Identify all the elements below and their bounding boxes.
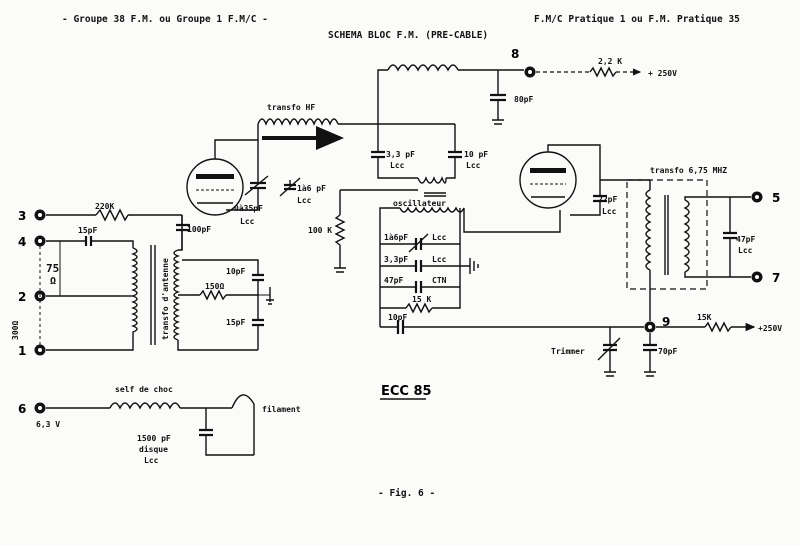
svg-text:8: 8: [511, 47, 519, 61]
r100k-label: 100 K: [308, 226, 332, 235]
transfo-hf-label: transfo HF: [267, 103, 315, 112]
c70pf-label: 70pF: [658, 347, 677, 356]
c22pf-label: 22pF: [598, 195, 617, 204]
c100pf-label: 100pF: [187, 225, 211, 234]
r220k-label: 220K: [95, 202, 114, 211]
tube-type-label: ECC 85: [381, 384, 432, 399]
trimmer-label: Trimmer: [551, 346, 585, 356]
oscillateur-label: oscillateur: [393, 198, 446, 208]
self-de-choc-label: self de choc: [115, 385, 173, 394]
transfo-hf: [257, 118, 378, 150]
output-section: [597, 321, 756, 377]
r15k-out-label: 15K: [697, 313, 712, 322]
terminal-4: 4: [18, 235, 46, 249]
c80pf-label: 80pF: [514, 95, 533, 104]
v250-top-label: + 250V: [648, 69, 677, 78]
transfo-if-label: transfo 6,75 MHZ: [650, 166, 727, 175]
svg-text:5: 5: [772, 191, 780, 205]
filament-section: [46, 394, 255, 456]
c33-lcc-label: 3,3 pF: [386, 150, 415, 159]
svg-text:1: 1: [18, 344, 26, 358]
c15pf-top-label: 15pF: [78, 226, 97, 235]
imp300-label: 300Ω: [11, 321, 20, 340]
svg-text:3: 3: [18, 209, 26, 223]
header-left: - Groupe 38 F.M. ou Groupe 1 F.M/C -: [62, 14, 268, 25]
header-right: F.M/C Pratique 1 ou F.M. Pratique 35: [534, 14, 740, 25]
c10pf-ant-label: 10pF: [226, 267, 245, 276]
c47-osc-label: 47pF: [384, 276, 403, 285]
c33-osc-label: 3,3pF: [384, 255, 408, 264]
c15pf-ant-label: 15pF: [226, 318, 245, 327]
terminal-1: 1: [18, 344, 46, 358]
figure-caption: - Fig. 6 -: [378, 488, 435, 499]
svg-text:7: 7: [772, 271, 780, 285]
terminal-5: 5: [751, 191, 780, 205]
lcc-label-2: Lcc: [297, 196, 312, 205]
v250-out-label: +250V: [758, 324, 782, 333]
svg-text:6: 6: [18, 402, 26, 416]
transfo-antenne-label: transfo d'antenne: [161, 258, 170, 340]
lcc-label-8: Lcc: [738, 246, 753, 255]
r22k-label: 2,2 K: [598, 57, 622, 66]
c1a6-osc-label: 1à6pF: [384, 233, 408, 242]
coupling-caps: [371, 123, 462, 179]
diagram-title: SCHEMA BLOC F.M. (PRE-CABLE): [328, 30, 488, 41]
v63-label: 6,3 V: [36, 420, 60, 429]
svg-text:4: 4: [18, 235, 26, 249]
lcc-label-3: Lcc: [390, 161, 405, 170]
lcc-label-5: Lcc: [432, 233, 447, 242]
c47-if-label: 47pF: [736, 235, 755, 244]
terminal-8: 8: [511, 47, 536, 78]
lcc-label-7: Lcc: [602, 207, 617, 216]
ctn-label: CTN: [432, 276, 447, 285]
oscillator-section: [334, 176, 644, 334]
r15k-osc-label: 15 K: [412, 295, 431, 304]
lcc-label-9: Lcc: [144, 456, 159, 465]
c10pf-bottom-label: 10pF: [388, 313, 407, 322]
tuning-caps: [226, 140, 301, 211]
r150-label: 150Ω: [205, 282, 224, 291]
svg-text:9: 9: [662, 315, 670, 329]
terminal-2: 2: [18, 290, 46, 304]
plate-supply: [377, 64, 642, 125]
lcc-label-4: Lcc: [466, 161, 481, 170]
c1a6-right-label: 1à6 pF: [297, 184, 326, 193]
c1500-label: 1500 pF: [137, 434, 171, 443]
terminal-3: 3: [18, 209, 46, 223]
svg-text:2: 2: [18, 290, 26, 304]
terminal-9: 9: [644, 315, 670, 333]
c10-lcc-label: 10 pF: [464, 150, 488, 159]
terminal-6: 6: [18, 402, 46, 416]
c0a35-label: 0à35pF: [234, 204, 263, 213]
input-wiring: [39, 208, 274, 351]
lcc-label-6: Lcc: [432, 255, 447, 264]
mixer-tube: [519, 144, 650, 216]
lcc-label-1: Lcc: [240, 217, 255, 226]
rf-tube: [186, 139, 258, 216]
disque-label: disque: [139, 444, 168, 454]
if-transformer: [626, 179, 751, 321]
imp75-label: 75: [46, 262, 59, 275]
filament-label: filament: [262, 404, 301, 414]
terminal-7: 7: [751, 271, 780, 285]
ohm-label: Ω: [50, 276, 56, 287]
